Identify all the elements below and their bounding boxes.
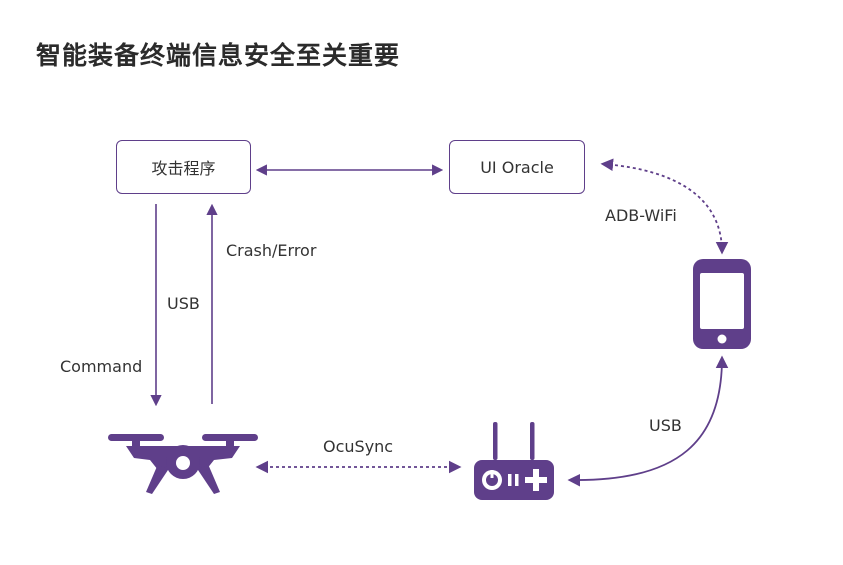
ui-oracle-label: UI Oracle [480, 157, 554, 177]
attack-program-label: 攻击程序 [151, 159, 216, 178]
usb-left-label: USB [167, 294, 200, 313]
smartphone-icon [693, 259, 751, 349]
usb-right-label: USB [649, 416, 682, 435]
adb-wifi-label: ADB-WiFi [605, 206, 677, 225]
usb-right-arrow [567, 355, 729, 487]
ocusync-label: OcuSync [323, 437, 394, 456]
adb-wifi-arrow [600, 158, 729, 255]
attack-program-node: 攻击程序 [116, 140, 251, 194]
page-title: 智能装备终端信息安全至关重要 [36, 41, 401, 70]
command-label: Command [60, 357, 143, 376]
drone-icon [108, 434, 258, 494]
crash-error-label: Crash/Error [226, 241, 317, 260]
remote-controller-icon [474, 422, 554, 500]
ui-oracle-node: UI Oracle [449, 140, 585, 194]
